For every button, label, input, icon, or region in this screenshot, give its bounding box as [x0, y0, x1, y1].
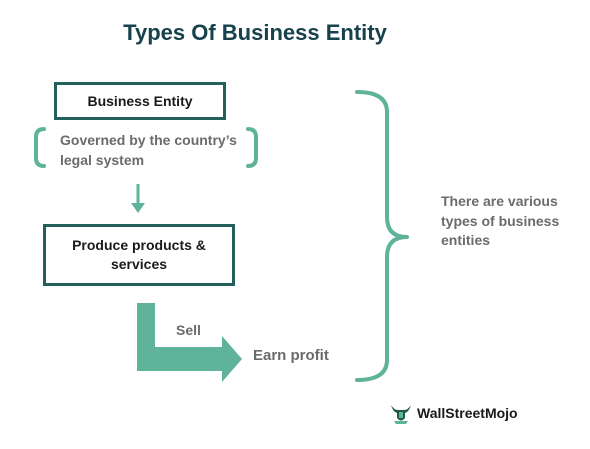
right-paren: [246, 127, 258, 168]
earn-profit-label: Earn profit: [253, 347, 329, 364]
down-arrow-head: [131, 203, 145, 213]
sell-profit-arrow: [137, 303, 242, 382]
various-types-note: There are various types of business enti…: [441, 193, 560, 249]
brand-logo: WallStreetMojo: [389, 401, 518, 425]
produce-label: Produce products & services: [72, 237, 206, 272]
governed-note: Governed by the country’s legal system: [60, 132, 237, 168]
produce-box: Produce products & services: [43, 224, 235, 286]
business-entity-box: Business Entity: [54, 82, 226, 120]
sell-label: Sell: [176, 322, 201, 338]
diagram-title: Types Of Business Entity: [123, 20, 387, 45]
brand-name: WallStreetMojo: [417, 405, 518, 421]
business-entity-label: Business Entity: [87, 92, 193, 109]
bull-icon: [391, 405, 411, 424]
left-paren: [34, 127, 46, 168]
curly-brace: [355, 90, 409, 382]
